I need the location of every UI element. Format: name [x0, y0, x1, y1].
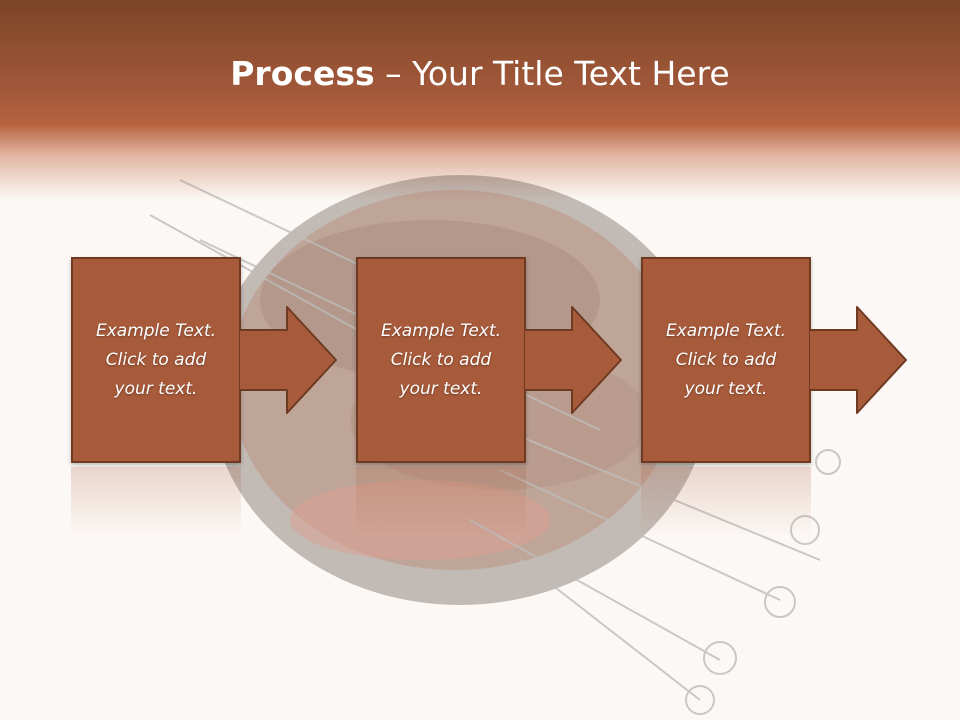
- step-text-line: Example Text.: [665, 320, 787, 341]
- step-reflection: [641, 467, 811, 537]
- step-text-line: Click to add: [390, 349, 492, 370]
- step-text-box[interactable]: Example Text. Click to add your text.: [641, 257, 811, 463]
- step-text: Example Text. Click to add your text.: [366, 317, 516, 404]
- step-text-line: your text.: [684, 378, 768, 399]
- step-text-line: Example Text.: [95, 320, 217, 341]
- arrow-right-icon: [239, 306, 337, 414]
- arrow-right-icon: [524, 306, 622, 414]
- step-reflection: [356, 467, 526, 537]
- step-text: Example Text. Click to add your text.: [651, 317, 801, 404]
- title-bold-part: Process: [230, 54, 375, 93]
- step-text: Example Text. Click to add your text.: [81, 317, 231, 404]
- header-band: [0, 0, 960, 200]
- step-text-box[interactable]: Example Text. Click to add your text.: [71, 257, 241, 463]
- slide-title[interactable]: Process – Your Title Text Here: [0, 52, 960, 96]
- step-reflection: [71, 467, 241, 537]
- title-dash: –: [374, 54, 413, 93]
- title-rest: Your Title Text Here: [412, 54, 730, 93]
- step-text-box[interactable]: Example Text. Click to add your text.: [356, 257, 526, 463]
- step-text-line: Click to add: [105, 349, 207, 370]
- step-text-line: Example Text.: [380, 320, 502, 341]
- step-text-line: Click to add: [675, 349, 777, 370]
- step-text-line: your text.: [399, 378, 483, 399]
- arrow-right-icon: [809, 306, 907, 414]
- step-text-line: your text.: [114, 378, 198, 399]
